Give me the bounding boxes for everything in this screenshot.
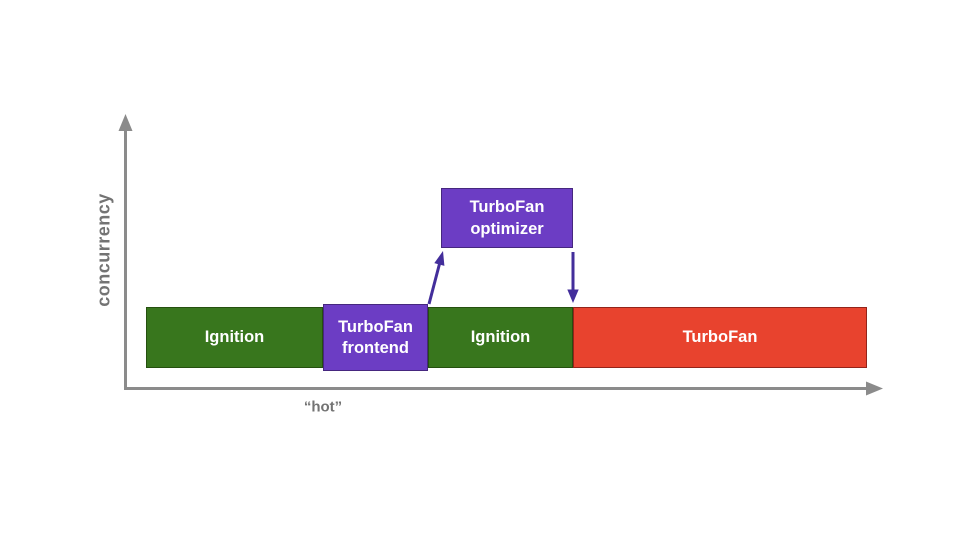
optimizer-box-label: TurboFan optimizer (469, 198, 545, 238)
timeline-segment-ignition-2: Ignition (428, 307, 573, 368)
turbofan-optimizer-box: TurboFan optimizer (441, 188, 573, 248)
timeline-segment-turbofan: TurboFan (573, 307, 867, 368)
timeline-segment-ignition-1: Ignition (146, 307, 323, 368)
segment-label: Ignition (470, 328, 531, 346)
timeline-segment-turbofan-frontend: TurboFan frontend (323, 304, 428, 371)
y-axis-arrowhead-icon (118, 114, 133, 131)
arrow-from-optimizer-icon (567, 252, 579, 303)
x-axis-arrowhead-icon (866, 381, 883, 396)
arrow-to-optimizer-icon (427, 251, 445, 305)
segment-label: TurboFan (682, 328, 758, 346)
x-axis-hot-label: “hot” (303, 398, 343, 416)
y-axis-label: concurrency (93, 193, 114, 307)
segment-label: Ignition (204, 328, 265, 346)
segment-label: TurboFan frontend (338, 317, 413, 357)
